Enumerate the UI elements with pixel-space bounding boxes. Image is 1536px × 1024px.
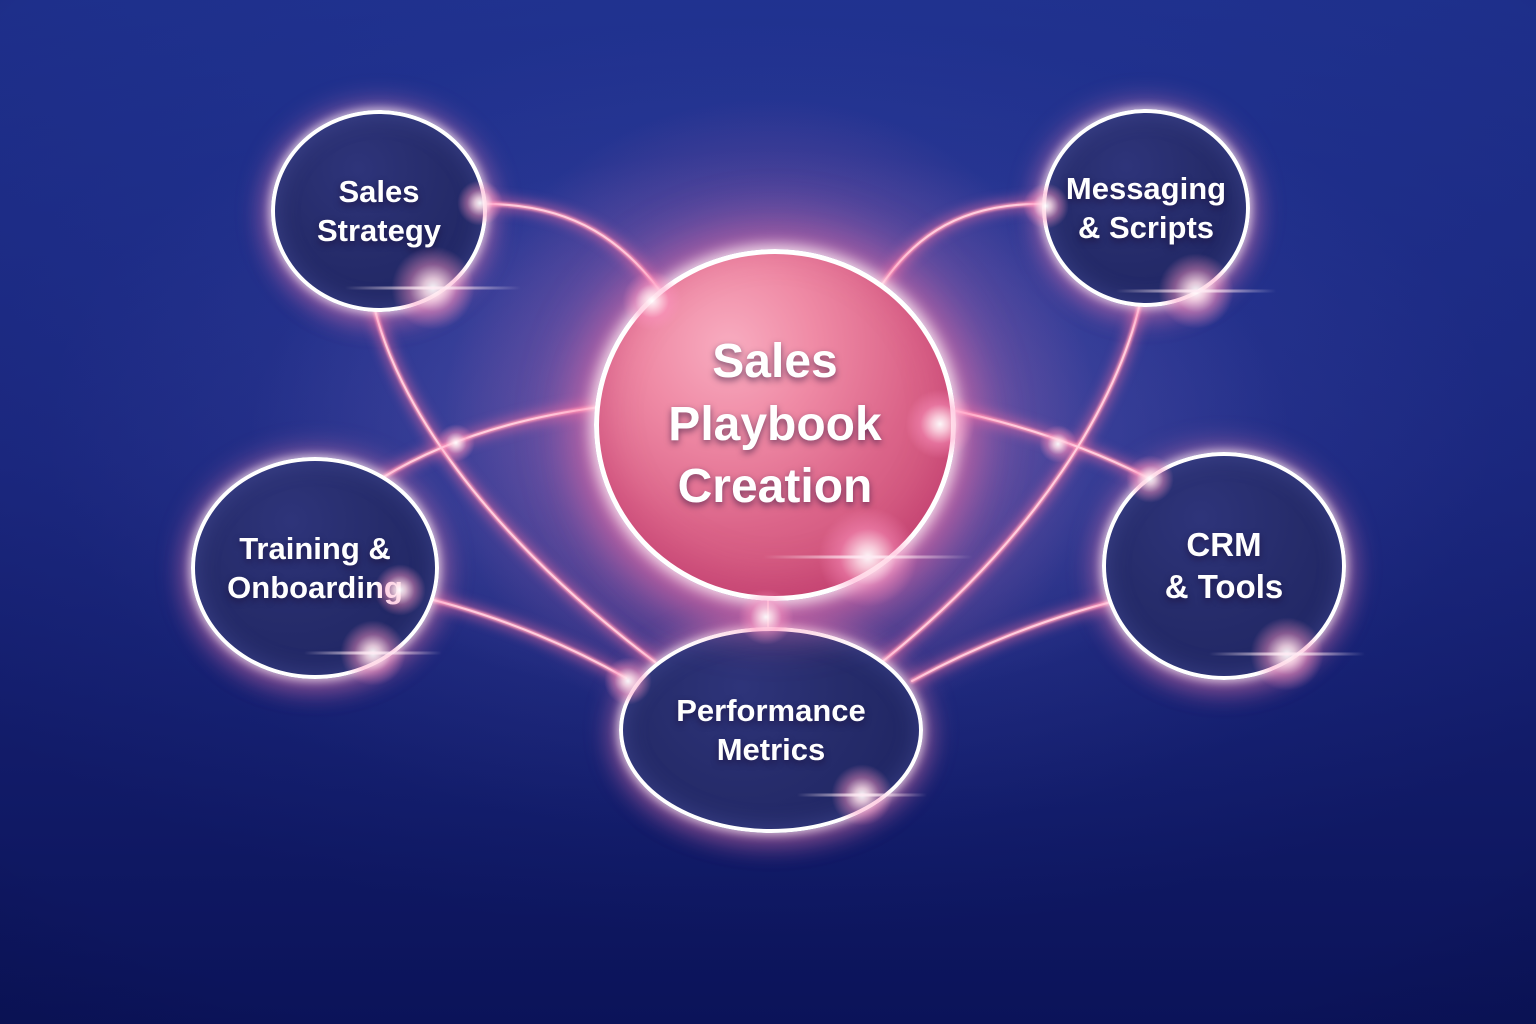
node-label-line: Training & <box>239 530 391 566</box>
node-label-line: & Tools <box>1164 568 1284 605</box>
node-label-line: Metrics <box>716 732 826 767</box>
center-label-line: Sales <box>712 335 838 389</box>
center-label-line: Creation <box>677 460 873 514</box>
node-label-line: Performance <box>676 692 866 728</box>
node-training-onboarding: Training & Onboarding <box>191 457 439 679</box>
node-center-sales-playbook-creation: Sales Playbook Creation <box>594 249 956 601</box>
node-label-line: Onboarding <box>227 570 403 605</box>
node-label-line: Messaging <box>1065 170 1227 206</box>
node-label-line: Strategy <box>316 213 442 248</box>
node-sales-strategy: Sales Strategy <box>271 110 487 312</box>
node-label-line: Sales <box>338 173 420 209</box>
node-crm-tools: CRM & Tools <box>1102 452 1346 680</box>
node-messaging-scripts: Messaging & Scripts <box>1042 109 1250 307</box>
node-performance-metrics: Performance Metrics <box>619 627 923 833</box>
node-label-line: CRM <box>1186 526 1262 564</box>
node-label-line: & Scripts <box>1077 210 1215 245</box>
center-label-line: Playbook <box>668 397 882 451</box>
